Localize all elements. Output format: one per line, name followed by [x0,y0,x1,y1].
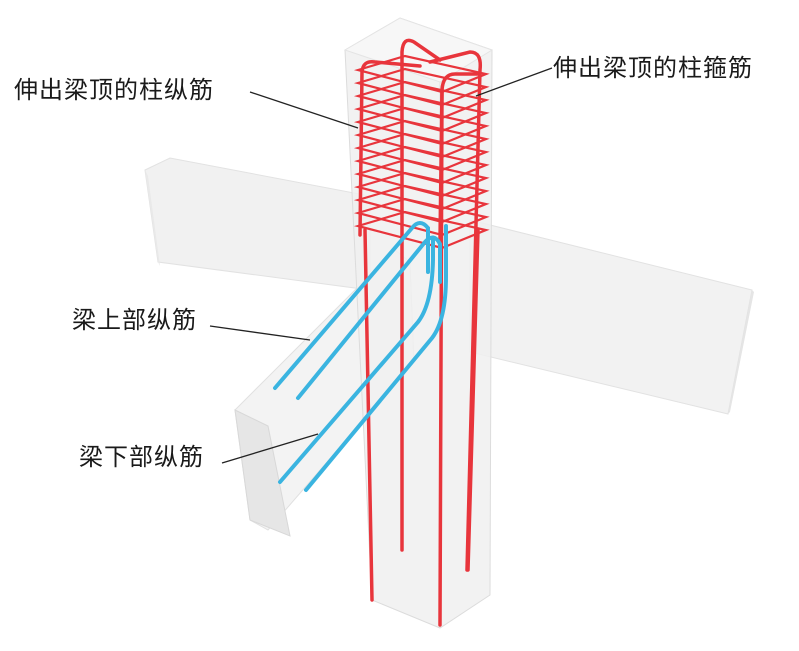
column-bar [428,50,483,572]
side-beam-end-face [234,409,291,537]
main-beam-front-face [469,219,753,415]
column-top-face [343,17,494,83]
label-beam-top-bars: 梁上部纵筋 [72,306,197,334]
beam-top-bar [296,235,442,400]
leader-column-stirrup [475,67,553,97]
label-column-stirrups: 伸出梁顶的柱箍筋 [553,54,753,82]
main-beam-end-face [145,170,160,266]
leader-lines [209,67,553,464]
column-bar [466,228,480,572]
leader-beam-top [209,325,311,341]
label-column-longitudinal-bars: 伸出梁顶的柱纵筋 [14,76,214,104]
main-beam-concrete [144,157,754,415]
column-bar [400,38,442,552]
leader-column-longitudinal [249,91,359,129]
main-beam-back-face [144,157,371,291]
column-bar [438,88,444,242]
beam-top-bar [273,221,430,390]
stirrup-ring [353,210,490,250]
main-beam-right-end [728,290,754,414]
leader-beam-bottom [221,433,319,464]
label-beam-bottom-bars: 梁下部纵筋 [79,443,204,471]
beam-bottom-bar [304,224,448,492]
column-stirrups [353,54,490,250]
beam-bottom-bar [278,238,435,484]
beam-bars [273,221,448,492]
